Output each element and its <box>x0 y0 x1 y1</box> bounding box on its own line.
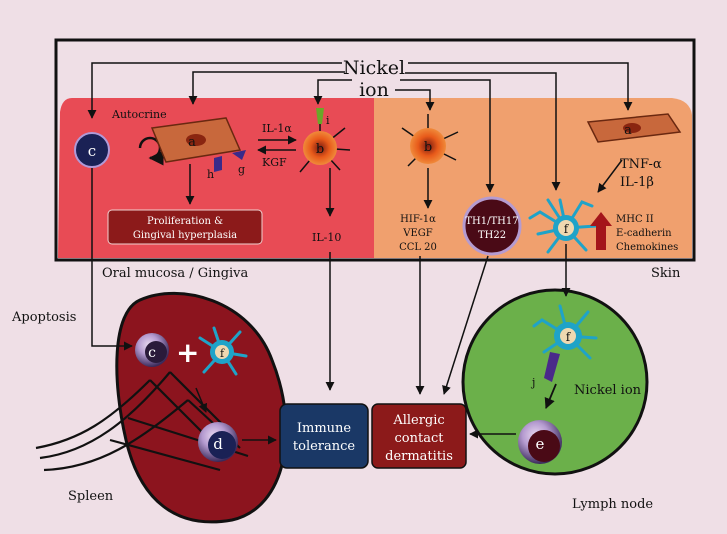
nickel-ion-lymph-label: Nickel ion <box>574 383 642 398</box>
ecad-label: E-cadherin <box>616 228 672 239</box>
proliferation-box: Proliferation & Gingival hyperplasia <box>107 209 263 245</box>
mhc-label: MHC II <box>616 214 654 225</box>
receptor-g <box>232 150 246 160</box>
cell-c-spleen: c <box>135 333 169 367</box>
apoptosis-label: Apoptosis <box>11 310 76 325</box>
nickel-ion-title-line2: ion <box>359 79 389 101</box>
upregulation-arrow-icon <box>590 212 612 250</box>
keratinocyte-a-oral: a <box>150 117 242 163</box>
il1a-label: IL-1α <box>262 122 292 135</box>
plus-icon: + <box>176 336 199 369</box>
svg-text:Gingival hyperplasia: Gingival hyperplasia <box>133 230 237 241</box>
cell-d-spleen: d <box>198 422 238 462</box>
skin-region-label: Skin <box>651 266 681 281</box>
ccl20-label: CCL 20 <box>399 242 437 253</box>
vegf-label: VEGF <box>402 228 433 239</box>
receptor-h <box>214 156 222 172</box>
nickel-ion-title-line1: Nickel <box>343 57 405 79</box>
svg-text:Allergic: Allergic <box>392 413 444 428</box>
receptor-i <box>316 108 324 124</box>
svg-text:TH1/TH17: TH1/TH17 <box>465 216 518 227</box>
il10-label: IL-10 <box>312 231 341 244</box>
chemokines-label: Chemokines <box>616 242 678 253</box>
label-h: h <box>207 168 214 181</box>
lymph-node-label: Lymph node <box>572 497 653 512</box>
svg-text:d: d <box>213 435 223 453</box>
kgf-label: KGF <box>262 156 287 169</box>
hif-label: HIF-1α <box>400 214 436 225</box>
label-i: i <box>326 114 330 127</box>
svg-text:c: c <box>148 345 156 361</box>
spleen-organ <box>35 291 288 524</box>
cell-e-lymph: e <box>518 420 562 464</box>
nickel-arrows <box>87 62 633 193</box>
svg-text:e: e <box>536 435 545 453</box>
svg-text:dermatitis: dermatitis <box>385 449 453 464</box>
svg-text:b: b <box>316 142 324 157</box>
cell-b-skin: b <box>401 114 459 167</box>
svg-text:f: f <box>220 347 225 360</box>
svg-text:a: a <box>624 123 632 138</box>
svg-text:b: b <box>424 140 432 155</box>
keratinocyte-a-skin: a <box>586 113 682 143</box>
lymph-node <box>461 288 649 476</box>
label-j: j <box>530 376 535 389</box>
spleen-label: Spleen <box>68 489 114 504</box>
oral-region-label: Oral mucosa / Gingiva <box>102 266 249 281</box>
main-frame <box>54 38 696 262</box>
il1b-label: IL-1β <box>620 175 654 190</box>
svg-text:f: f <box>566 330 572 344</box>
svg-text:c: c <box>88 142 96 160</box>
svg-text:Immune: Immune <box>297 421 352 436</box>
svg-text:tolerance: tolerance <box>293 439 356 454</box>
receptor-j <box>544 352 560 382</box>
label-g: g <box>238 163 245 176</box>
tnf-label: TNF-α <box>620 157 662 172</box>
cell-c-oral: c <box>74 132 110 168</box>
allergic-dermatitis-box: Allergic contact dermatitis <box>371 403 467 469</box>
svg-text:contact: contact <box>395 431 445 446</box>
autocrine-label: Autocrine <box>111 108 167 121</box>
svg-text:f: f <box>564 222 570 236</box>
svg-text:Proliferation &: Proliferation & <box>147 216 223 227</box>
dendritic-f-lymph: f <box>532 304 598 360</box>
svg-text:a: a <box>188 135 196 150</box>
th-cell: TH1/TH17 TH22 <box>462 196 522 256</box>
dendritic-f-skin: f <box>528 198 598 254</box>
immune-tolerance-box: Immune tolerance <box>279 403 369 469</box>
svg-text:TH22: TH22 <box>478 230 506 241</box>
dendritic-f-spleen: f <box>198 326 248 376</box>
